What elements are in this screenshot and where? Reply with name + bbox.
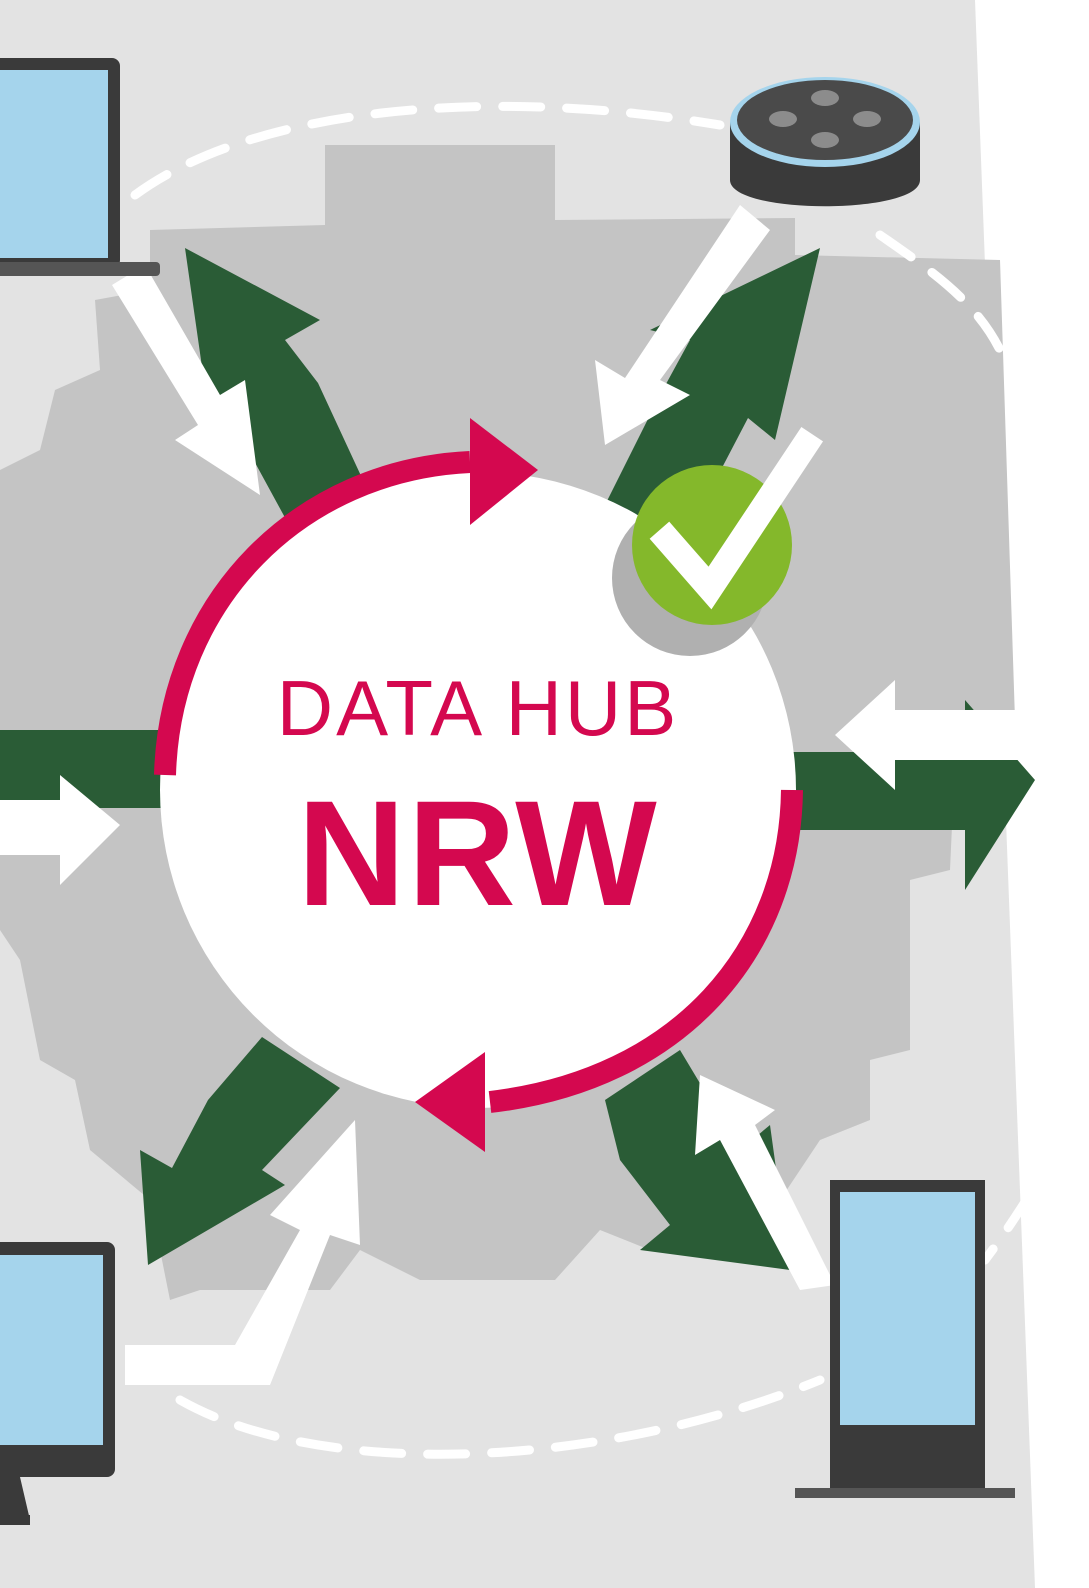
checkmark-icon xyxy=(649,426,824,610)
arrow-left-inbound xyxy=(0,775,120,885)
arrow-lower-left-outbound xyxy=(140,1037,340,1265)
arrow-right-inbound xyxy=(835,680,1020,790)
arrow-lower-right-outbound xyxy=(605,1050,790,1270)
hub-title-line1: DATA HUB xyxy=(277,664,680,752)
orbit-right-top xyxy=(875,230,1005,355)
laptop-icon xyxy=(0,58,160,276)
monitor-icon xyxy=(0,1242,115,1525)
cycle-arrow-top xyxy=(154,418,538,776)
speaker-button-right xyxy=(853,111,881,127)
arrow-upper-right-outbound xyxy=(605,248,820,552)
orbit-right-bottom xyxy=(980,1135,1065,1265)
arrow-left-outbound xyxy=(0,730,175,808)
speaker-button-left xyxy=(769,111,797,127)
speaker-button-bottom xyxy=(811,132,839,148)
arrow-upper-right-inbound xyxy=(595,205,770,445)
smart-speaker-icon xyxy=(730,77,920,207)
kiosk-terminal-icon xyxy=(795,1180,1015,1498)
check-badge xyxy=(612,426,824,656)
orbit-bottom xyxy=(175,1375,825,1459)
arrow-upper-left-outbound xyxy=(185,248,362,525)
cycle-arrow-bottom xyxy=(415,789,803,1152)
orbit-top xyxy=(130,101,725,200)
hub-title-line2: NRW xyxy=(297,769,659,937)
speaker-button-top xyxy=(811,90,839,106)
arrow-lower-right-inbound xyxy=(695,1075,835,1290)
arrow-lower-left-inbound xyxy=(125,1120,360,1385)
arrow-upper-left-inbound xyxy=(112,265,260,495)
